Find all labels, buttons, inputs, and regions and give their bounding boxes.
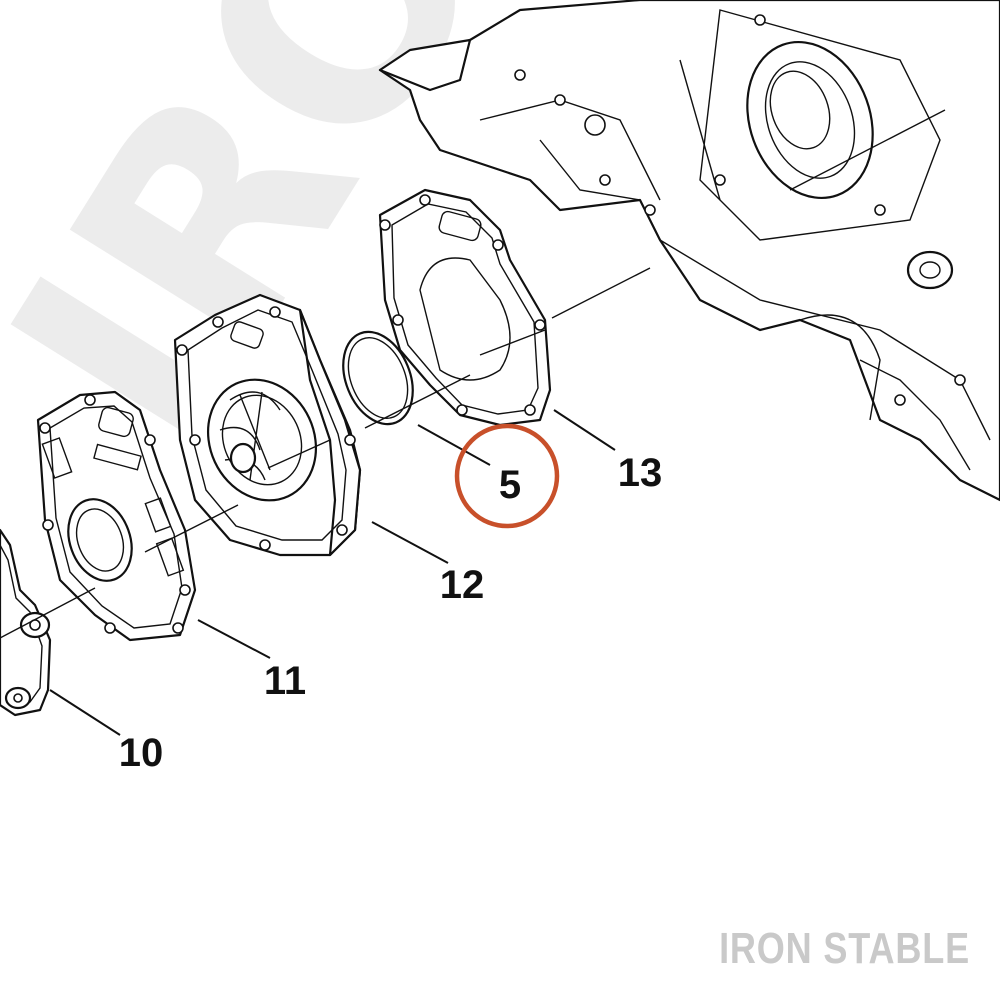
engine-block <box>378 0 1000 502</box>
assembly-axis-lines <box>0 109 946 639</box>
leader-lines <box>49 409 616 736</box>
callout-12: 12 <box>440 563 485 607</box>
callout-13: 13 <box>618 451 663 495</box>
brand-watermark: IRON STABLE <box>719 924 970 973</box>
part-10-flange <box>0 528 52 717</box>
part-13-gasket-plate <box>378 188 552 427</box>
callout-5: 5 <box>499 463 521 507</box>
part-5-o-ring <box>342 330 414 426</box>
callout-10: 10 <box>119 731 164 775</box>
callout-5-highlight-ring <box>454 423 560 529</box>
callout-11: 11 <box>264 659 306 703</box>
part-11-cover-plate <box>36 390 197 642</box>
part-12-pump-housing <box>173 293 362 557</box>
